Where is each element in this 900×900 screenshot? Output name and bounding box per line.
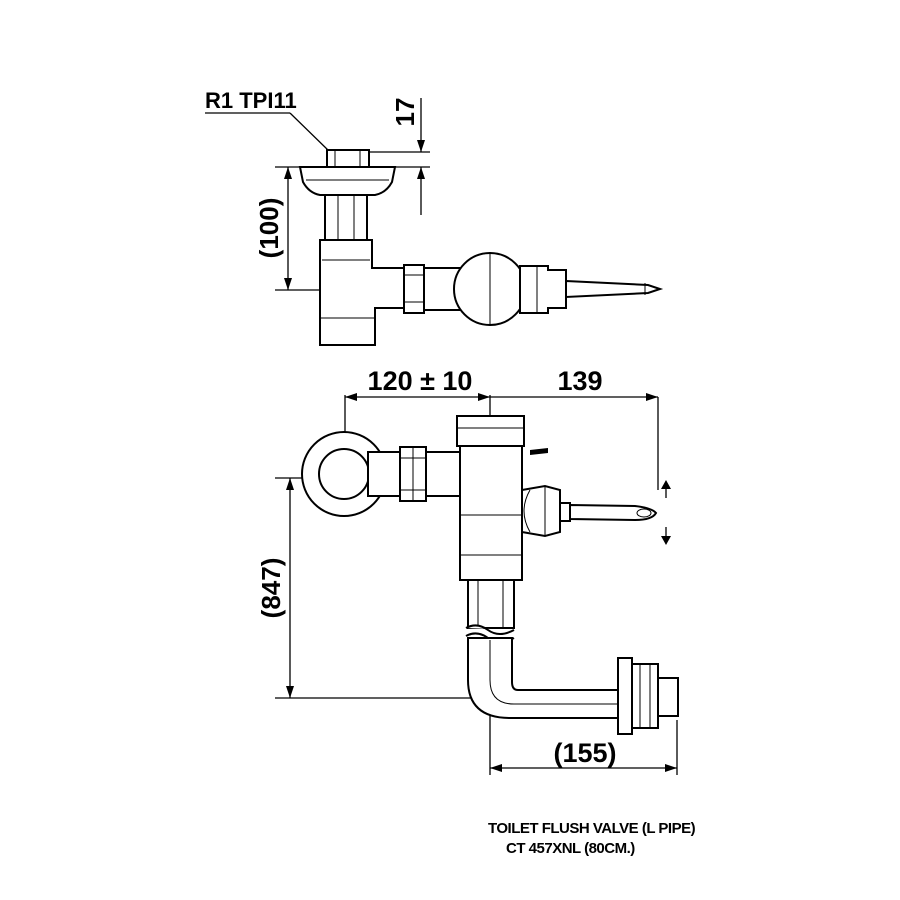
front-downpipe-upper bbox=[467, 579, 515, 629]
dim-120-arrow-right bbox=[478, 393, 490, 401]
dim-155-arrow-left bbox=[490, 764, 502, 772]
dim-17-value: 17 bbox=[390, 98, 420, 127]
dim-100-value: (100) bbox=[254, 198, 284, 259]
thread-leader bbox=[289, 112, 331, 153]
dim-155-arrow-right bbox=[665, 764, 677, 772]
caption-title: TOILET FLUSH VALVE (L PIPE) bbox=[488, 820, 696, 837]
front-lever-handle bbox=[569, 503, 658, 522]
front-l-pipe bbox=[467, 637, 626, 719]
front-outlet-nut bbox=[631, 663, 659, 729]
dim-17-arrow-top bbox=[417, 140, 425, 152]
front-valve-cap bbox=[456, 415, 525, 447]
dim-847-arrow-bottom bbox=[286, 686, 294, 698]
front-logo-mark bbox=[530, 448, 548, 455]
top-flange bbox=[298, 166, 397, 196]
front-view: 120 ± 10 139 (847) (155) bbox=[256, 366, 679, 775]
caption-model: CT 457XNL (80CM.) bbox=[506, 840, 635, 857]
dim-100-arrow-top bbox=[284, 167, 292, 179]
top-thread-nut bbox=[326, 149, 370, 168]
dim-100-arrow-bottom bbox=[284, 278, 292, 290]
front-valve-body bbox=[459, 445, 523, 581]
dim-847-value: (847) bbox=[256, 558, 286, 619]
dim-847-arrow-top bbox=[286, 478, 294, 490]
dim-17-arrow-bottom bbox=[417, 167, 425, 179]
front-wall-flange-inner bbox=[318, 448, 370, 500]
dim-155-value: (155) bbox=[553, 738, 616, 768]
top-lever-handle bbox=[565, 279, 664, 299]
front-outlet-flange bbox=[617, 657, 633, 735]
dim-139-value: 139 bbox=[557, 366, 602, 396]
top-riser bbox=[324, 194, 368, 241]
top-coupling-nut bbox=[403, 264, 425, 314]
front-inlet-pipe bbox=[367, 451, 403, 497]
dim-120-arrow-left bbox=[345, 393, 357, 401]
dim-139-arrow-right bbox=[646, 393, 658, 401]
front-inlet-connector bbox=[425, 451, 461, 497]
top-handle-housing bbox=[519, 265, 567, 314]
top-view: R1 TPI11 17 (100) bbox=[205, 88, 664, 346]
downpipe-break bbox=[465, 624, 515, 635]
front-outlet-spigot bbox=[657, 677, 679, 717]
top-elbow-body bbox=[319, 239, 407, 346]
thread-label: R1 TPI11 bbox=[205, 88, 297, 113]
front-handle-collar bbox=[559, 502, 571, 522]
dim-120-value: 120 ± 10 bbox=[368, 366, 473, 396]
